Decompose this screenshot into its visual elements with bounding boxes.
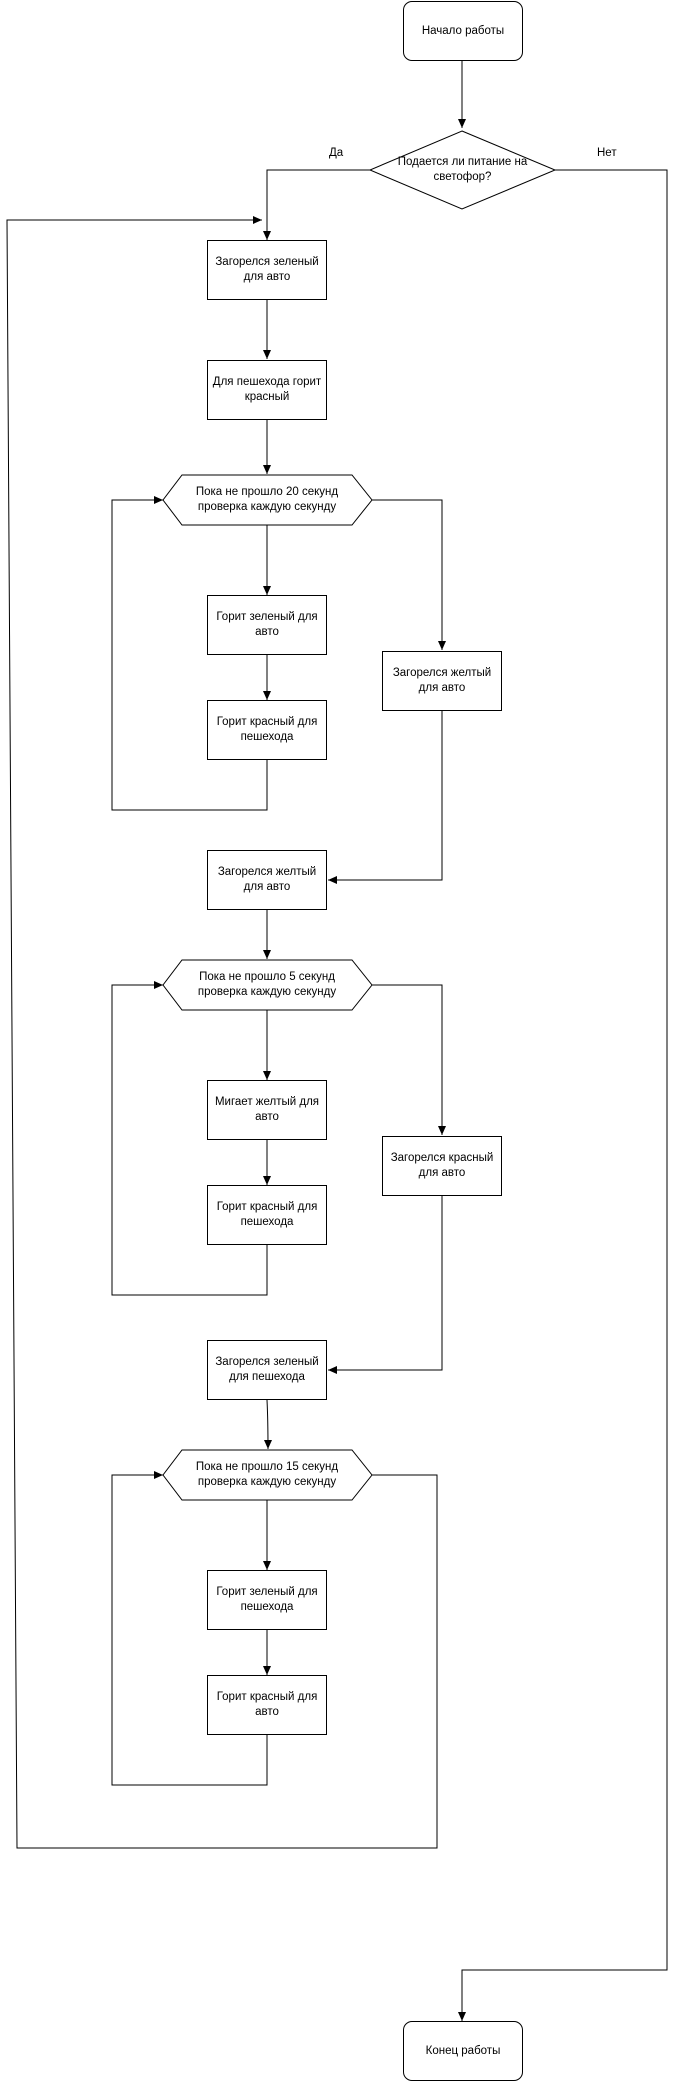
loop2-red-ped-node: Горит красный для пешехода xyxy=(207,1185,327,1245)
end-label: Конец работы xyxy=(425,2044,501,2057)
loop1-green-car-label: Горит зеленый для авто xyxy=(216,611,318,638)
yellow-car-side-node: Загорелся желтый для авто xyxy=(382,651,502,711)
green-car-on-node: Загорелся зеленый для авто xyxy=(207,240,327,300)
loop3-condition-label: Пока не прошло 15 секунд проверка каждую… xyxy=(195,1461,339,1488)
edge-loop3-exit xyxy=(6,216,438,1849)
green-car-on-label: Загорелся зеленый для авто xyxy=(215,256,319,283)
green-ped-on-node: Загорелся зеленый для пешехода xyxy=(207,1340,327,1400)
end-node: Конец работы xyxy=(403,2021,523,2081)
edge-decision-yes xyxy=(263,169,370,240)
start-node: Начало работы xyxy=(403,1,523,61)
loop1-red-ped-label: Горит красный для пешехода xyxy=(216,716,318,743)
loop1-green-car-node: Горит зеленый для авто xyxy=(207,595,327,655)
decision-label: Подается ли питание на светофор? xyxy=(397,156,528,183)
decision-diamond xyxy=(368,130,557,210)
loop3-red-car-node: Горит красный для авто xyxy=(207,1675,327,1735)
ped-red-on-label: Для пешехода горит красный xyxy=(212,376,322,403)
edge-loop1-exit xyxy=(372,499,446,650)
loop2-red-ped-label: Горит красный для пешехода xyxy=(216,1201,318,1228)
edge-loop2-exit xyxy=(372,984,446,1135)
loop2-blink-yellow-node: Мигает желтый для авто xyxy=(207,1080,327,1140)
green-ped-on-label: Загорелся зеленый для пешехода xyxy=(215,1356,319,1383)
edge-decision-no xyxy=(458,169,668,2021)
loop1-red-ped-node: Горит красный для пешехода xyxy=(207,700,327,760)
edge-loop1-back xyxy=(111,496,268,811)
edge-label-yes: Да xyxy=(329,147,344,159)
red-car-side-node: Загорелся красный для авто xyxy=(382,1136,502,1196)
edge-loop3-back xyxy=(111,1471,268,1786)
loop3-green-ped-label: Горит зеленый для пешехода xyxy=(216,1586,318,1613)
loop1-condition-label: Пока не прошло 20 секунд проверка каждую… xyxy=(195,486,339,513)
edge-loop2-back xyxy=(111,981,268,1296)
yellow-car-on-node: Загорелся желтый для авто xyxy=(207,850,327,910)
edge-greenped-to-loop3 xyxy=(263,1399,272,1450)
edge-redside-to-greenped xyxy=(328,1196,443,1374)
edge-yellowside-to-yellow xyxy=(328,711,443,884)
yellow-car-on-label: Загорелся желтый для авто xyxy=(217,866,317,893)
ped-red-on-node: Для пешехода горит красный xyxy=(207,360,327,420)
edge-label-no: Нет xyxy=(597,147,617,159)
loop3-red-car-label: Горит красный для авто xyxy=(216,1691,318,1718)
loop3-green-ped-node: Горит зеленый для пешехода xyxy=(207,1570,327,1630)
loop2-hexagon xyxy=(162,959,373,1011)
loop2-condition-label: Пока не прошло 5 секунд проверка каждую … xyxy=(197,971,337,998)
start-label: Начало работы xyxy=(421,24,505,37)
red-car-side-label: Загорелся красный для авто xyxy=(390,1152,494,1179)
loop2-blink-yellow-label: Мигает желтый для авто xyxy=(214,1096,320,1123)
loop3-hexagon xyxy=(162,1449,373,1501)
loop1-hexagon xyxy=(162,474,373,526)
yellow-car-side-label: Загорелся желтый для авто xyxy=(392,667,492,694)
